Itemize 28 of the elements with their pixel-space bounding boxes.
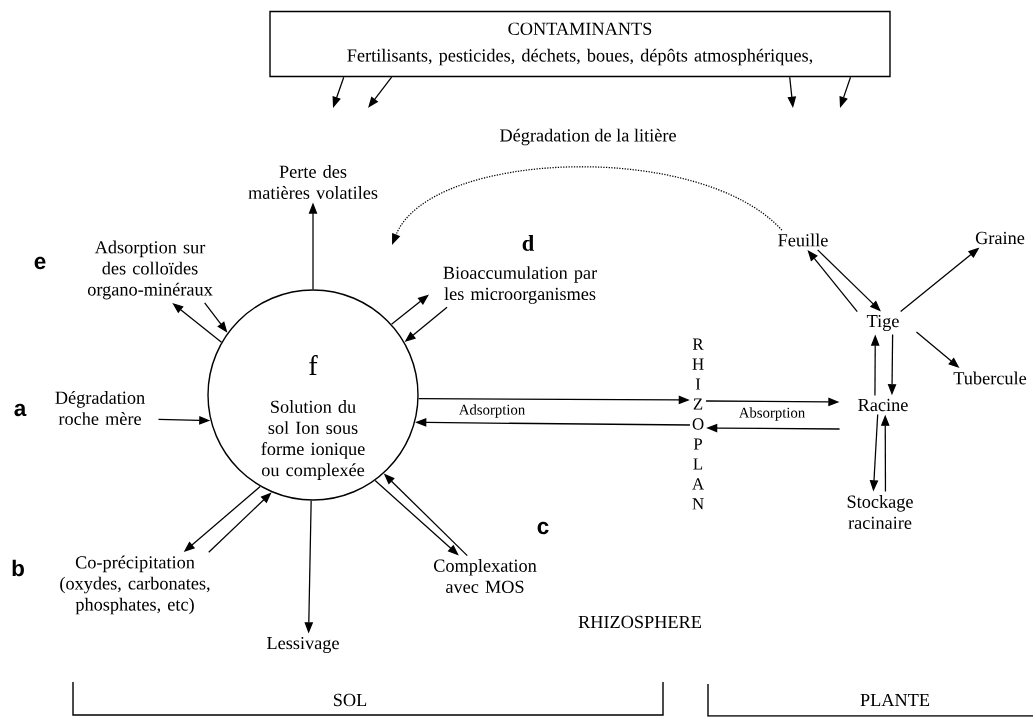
region-label: RHIZOSPHERE [578,615,701,629]
arrow [204,302,228,333]
edge-label: Absorption [737,405,807,423]
arrow [368,76,393,108]
vertical-label: R H I Z O P L A N [692,338,705,510]
process-label: Complexation avec MOS [434,559,537,593]
panel-letter: b [12,559,24,577]
process-label: Tige [866,314,899,331]
panel-letter: e [34,256,46,270]
process-label: Stockage racinaire [847,495,913,529]
region-label: PLANTE [860,693,930,707]
process-label: Bioaccumulation par les microorganismes [443,266,597,304]
process-label: Racine [858,398,908,412]
process-label: Perte des matières volatiles [248,165,378,199]
panel-letter: d [522,235,534,251]
process-label: Feuille [778,233,828,247]
edge-label: Adsorption [457,402,527,420]
arrow [208,492,272,553]
region-label: SOL [333,693,367,707]
panel-letter: c [537,521,549,535]
contaminants-box: CONTAMINANTS Fertilisants, pesticides, déchets, boues, dépôts atmosphériques, [269,10,891,78]
process-label: Graine [975,231,1025,245]
process-label: Tubercule [953,371,1027,385]
process-label: Co-précipitation (oxydes, carbonates, phosphates, etc) [60,555,210,615]
edge-label: Dégradation de la litière [498,127,678,147]
panel-letter: a [14,403,27,417]
process-label: Dégradation roche mère [55,391,145,425]
process-label: Lessivage [267,636,339,653]
